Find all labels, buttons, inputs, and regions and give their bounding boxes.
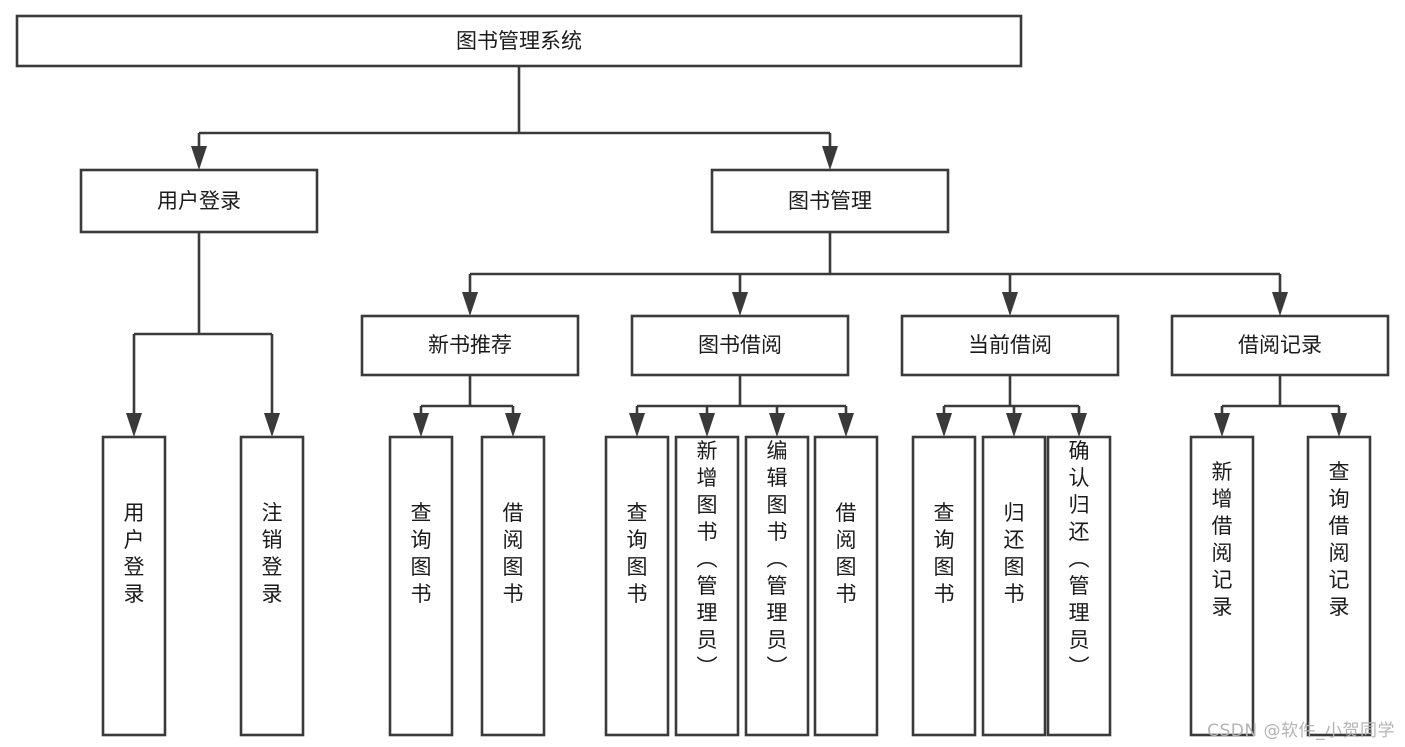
- node-leaf-edit-book-admin-box[interactable]: [744, 435, 810, 737]
- node-book-borrow[interactable]: 图书借阅: [630, 314, 850, 377]
- node-leaf-borrow-book-2[interactable]: 借阅图书: [813, 435, 879, 737]
- node-leaf-user-login-box[interactable]: [101, 435, 167, 737]
- node-book-manage[interactable]: 图书管理: [710, 168, 950, 234]
- node-leaf-add-book-admin-box[interactable]: [674, 435, 740, 737]
- node-borrow-record[interactable]: 借阅记录: [1170, 314, 1390, 377]
- arrow-head-leaf-query-book-3: [936, 413, 952, 437]
- node-user-login-label: 用户登录: [157, 189, 241, 213]
- node-user-login[interactable]: 用户登录: [79, 168, 319, 234]
- node-leaf-add-borrow-record-label: 新增借阅记录: [1212, 460, 1233, 619]
- node-new-book-recommend-box[interactable]: [360, 314, 580, 377]
- arrow-head-user-login: [191, 146, 207, 170]
- node-leaf-return-book-label: 归还图书: [1004, 501, 1025, 606]
- node-book-manage-label: 图书管理: [788, 189, 872, 213]
- node-leaf-return-book[interactable]: 归还图书: [981, 435, 1047, 737]
- node-leaf-borrow-book-1[interactable]: 借阅图书: [480, 435, 546, 737]
- node-root-box[interactable]: [15, 14, 1023, 68]
- arrow-head-new-book-recommend: [462, 292, 478, 316]
- node-leaf-add-borrow-record-box[interactable]: [1189, 435, 1255, 737]
- arrow-head-leaf-add-book-admin: [699, 413, 715, 437]
- node-leaf-query-borrow-record-label: 查询借阅记录: [1329, 460, 1350, 619]
- node-leaf-query-book-3-label: 查询图书: [934, 501, 955, 606]
- arrow-head-leaf-borrow-book-2: [838, 413, 854, 437]
- node-leaf-query-book-1[interactable]: 查询图书: [388, 435, 454, 737]
- arrow-head-leaf-user-login: [126, 413, 142, 437]
- node-leaf-query-book-2-label: 查询图书: [627, 501, 648, 606]
- node-leaf-query-book-2-box[interactable]: [604, 435, 670, 737]
- arrow-head-leaf-add-borrow-record: [1214, 413, 1230, 437]
- node-leaf-borrow-book-2-label: 借阅图书: [836, 501, 857, 606]
- arrow-head-leaf-return-book: [1006, 413, 1022, 437]
- node-leaf-borrow-book-2-box[interactable]: [813, 435, 879, 737]
- node-leaf-confirm-return-admin-label: 确认归还︵管理员︶: [1069, 439, 1090, 679]
- node-leaf-borrow-book-1-box[interactable]: [480, 435, 546, 737]
- node-leaf-return-book-box[interactable]: [981, 435, 1047, 737]
- node-leaf-edit-book-admin-label: 编辑图书︵管理员︶: [767, 439, 788, 679]
- node-leaf-query-book-3[interactable]: 查询图书: [911, 435, 977, 737]
- node-leaf-query-borrow-record-box[interactable]: [1306, 435, 1372, 737]
- node-leaf-query-book-1-label: 查询图书: [411, 501, 432, 606]
- node-leaf-user-login[interactable]: 用户登录: [101, 435, 167, 737]
- node-leaf-logout-login-label: 注销登录: [262, 501, 283, 606]
- node-book-borrow-label: 图书借阅: [698, 333, 782, 357]
- node-leaf-logout-login[interactable]: 注销登录: [239, 435, 305, 737]
- node-borrow-record-box[interactable]: [1170, 314, 1390, 377]
- node-book-borrow-box[interactable]: [630, 314, 850, 377]
- node-leaf-user-login-label: 用户登录: [124, 501, 145, 606]
- node-leaf-confirm-return-admin[interactable]: 确认归还︵管理员︶: [1046, 435, 1112, 737]
- arrow-head-leaf-query-book-2: [629, 413, 645, 437]
- connector-layer: [126, 66, 1347, 437]
- arrow-head-leaf-edit-book-admin: [769, 413, 785, 437]
- arrow-head-current-borrow: [1002, 292, 1018, 316]
- arrow-head-leaf-confirm-return-admin: [1071, 413, 1087, 437]
- node-user-login-box[interactable]: [79, 168, 319, 234]
- node-leaf-query-book-1-box[interactable]: [388, 435, 454, 737]
- node-root-label: 图书管理系统: [456, 29, 582, 53]
- node-leaf-logout-login-box[interactable]: [239, 435, 305, 737]
- node-leaf-query-borrow-record[interactable]: 查询借阅记录: [1306, 435, 1372, 737]
- node-new-book-recommend[interactable]: 新书推荐: [360, 314, 580, 377]
- arrow-head-leaf-query-book-1: [413, 413, 429, 437]
- arrow-head-book-manage: [822, 146, 838, 170]
- node-current-borrow-label: 当前借阅: [968, 333, 1052, 357]
- arrow-head-book-borrow: [732, 292, 748, 316]
- arrow-head-leaf-query-borrow-record: [1331, 413, 1347, 437]
- node-new-book-recommend-label: 新书推荐: [428, 333, 512, 357]
- node-leaf-borrow-book-1-label: 借阅图书: [503, 501, 524, 606]
- csdn-watermark: CSDN @软件_小贺同学: [1207, 721, 1395, 741]
- node-leaf-add-borrow-record[interactable]: 新增借阅记录: [1189, 435, 1255, 737]
- node-leaf-add-book-admin-label: 新增图书︵管理员︶: [697, 439, 718, 679]
- node-leaf-add-book-admin[interactable]: 新增图书︵管理员︶: [674, 435, 740, 737]
- node-leaf-edit-book-admin[interactable]: 编辑图书︵管理员︶: [744, 435, 810, 737]
- node-leaf-query-book-2[interactable]: 查询图书: [604, 435, 670, 737]
- arrow-head-leaf-logout-login: [264, 413, 280, 437]
- node-borrow-record-label: 借阅记录: [1238, 333, 1322, 357]
- arrow-head-borrow-record: [1272, 292, 1288, 316]
- node-leaf-query-book-3-box[interactable]: [911, 435, 977, 737]
- node-current-borrow[interactable]: 当前借阅: [900, 314, 1120, 377]
- node-leaf-confirm-return-admin-box[interactable]: [1046, 435, 1112, 737]
- node-current-borrow-box[interactable]: [900, 314, 1120, 377]
- node-book-manage-box[interactable]: [710, 168, 950, 234]
- arrow-head-leaf-borrow-book-1: [505, 413, 521, 437]
- node-root[interactable]: 图书管理系统: [15, 14, 1023, 68]
